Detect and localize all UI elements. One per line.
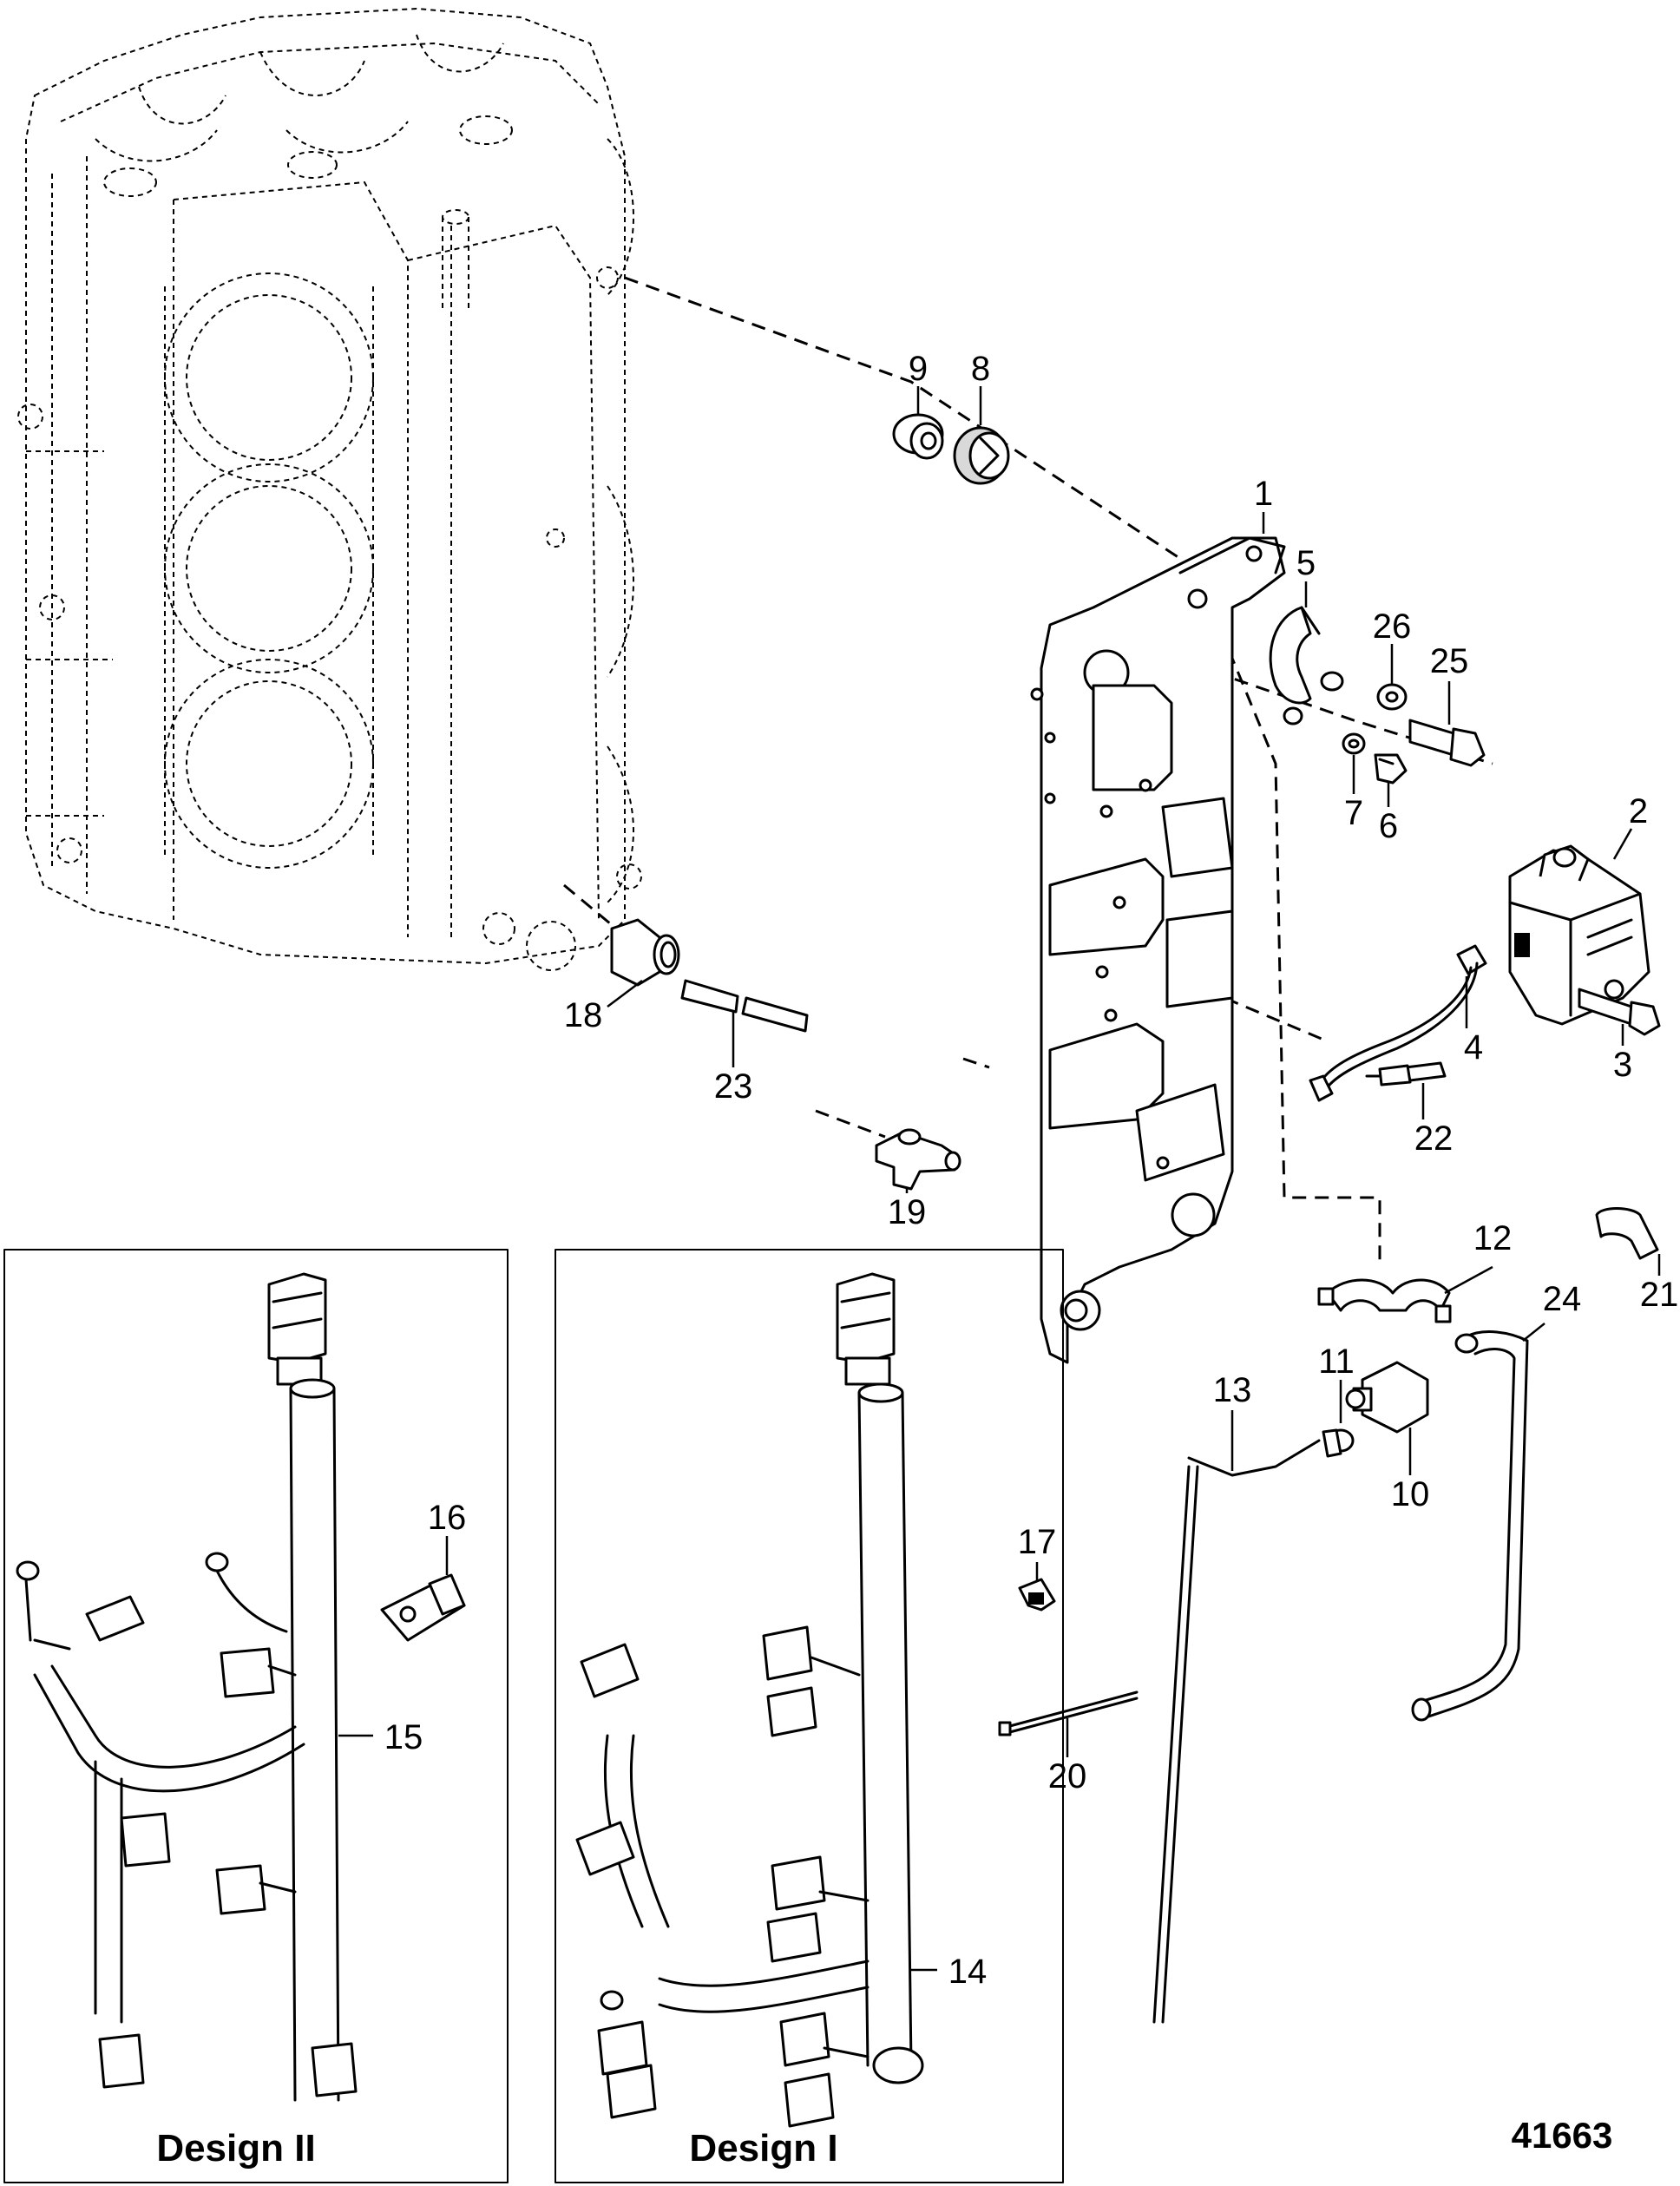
callout-26: 26 <box>1373 607 1412 646</box>
callout-17: 17 <box>1018 1523 1057 1561</box>
callout-14: 14 <box>948 1953 988 1991</box>
part-12-clip <box>1317 1265 1493 1323</box>
panel-design-i <box>555 1249 1064 2183</box>
part-20-cable-tie <box>998 1690 1139 1757</box>
callout-15: 15 <box>384 1718 423 1756</box>
callout-5: 5 <box>1296 544 1316 582</box>
part-8-grommet <box>953 386 1010 485</box>
part-25-bolt <box>1408 681 1486 767</box>
callout-25: 25 <box>1430 642 1469 680</box>
callout-20: 20 <box>1048 1757 1087 1795</box>
part-23-hose <box>680 979 809 1067</box>
figure-id: 41663 <box>1512 2115 1613 2156</box>
caption-design-i: Design I <box>689 2127 837 2170</box>
callout-8: 8 <box>971 350 990 388</box>
callout-16: 16 <box>428 1499 467 1537</box>
callout-6: 6 <box>1379 807 1398 845</box>
part-6-bolt <box>1374 753 1408 807</box>
callout-18: 18 <box>564 996 603 1034</box>
part-10-sensor <box>1345 1361 1429 1475</box>
callout-10: 10 <box>1391 1475 1430 1513</box>
part-18-fitting <box>607 918 680 1008</box>
callout-11: 11 <box>1318 1342 1355 1381</box>
caption-design-ii: Design II <box>156 2127 315 2170</box>
callout-labels: 1 2 3 4 5 6 7 8 9 10 11 12 13 14 15 16 1… <box>384 350 1679 1991</box>
callout-2: 2 <box>1629 792 1648 830</box>
part-26-washer <box>1376 644 1408 711</box>
callout-24: 24 <box>1543 1280 1582 1318</box>
callout-3: 3 <box>1613 1046 1632 1084</box>
part-2-ignition-coil <box>1508 828 1650 1026</box>
part-17-clip <box>1018 1562 1056 1612</box>
part-13-rod <box>1152 1410 1321 2024</box>
part-7-washer <box>1342 732 1366 794</box>
callout-23: 23 <box>714 1067 753 1106</box>
callout-21: 21 <box>1640 1276 1679 1314</box>
callout-4: 4 <box>1464 1028 1483 1067</box>
callout-13: 13 <box>1213 1371 1252 1409</box>
part-21-clamp <box>1595 1207 1661 1276</box>
part-11-fitting <box>1322 1380 1355 1458</box>
part-5-clamp <box>1269 581 1344 725</box>
part-9-bushing <box>892 386 944 460</box>
panel-design-ii <box>3 1249 509 2183</box>
callout-19: 19 <box>888 1193 927 1231</box>
callout-7: 7 <box>1344 794 1363 832</box>
part-19-tee <box>875 1128 961 1193</box>
engine-block <box>17 7 642 971</box>
part-22-spark-plug <box>1365 1061 1447 1119</box>
callout-12: 12 <box>1473 1219 1513 1257</box>
callout-1: 1 <box>1254 475 1273 513</box>
callout-22: 22 <box>1414 1119 1454 1158</box>
part-24-hose <box>1411 1323 1545 1722</box>
callout-9: 9 <box>909 350 928 388</box>
part-1-mounting-plate <box>1030 512 1286 1364</box>
part-4-coil-lead <box>1309 944 1487 1102</box>
part-16-bracket <box>380 1536 466 1642</box>
part-3-bolt <box>1578 988 1661 1046</box>
